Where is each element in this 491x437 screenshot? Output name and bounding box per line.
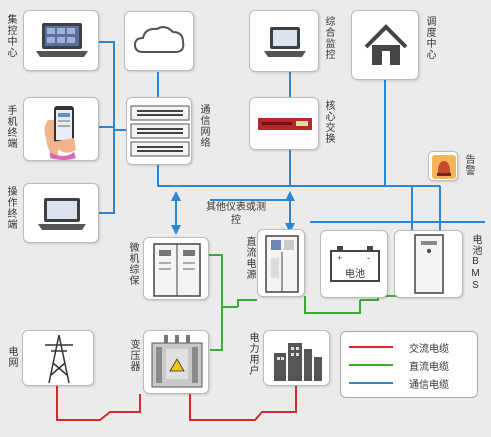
caozuo-box xyxy=(23,183,99,243)
yonghu-box xyxy=(263,330,330,386)
svg-text:+: + xyxy=(337,253,342,263)
legend-label-comm: 通信电缆 xyxy=(409,380,449,391)
laptop-icon xyxy=(38,198,86,230)
legend-label-dc: 直流电缆 xyxy=(409,362,449,373)
jikong-box xyxy=(23,10,99,71)
weiji-box xyxy=(143,237,209,300)
battery-icon: + - xyxy=(330,246,380,282)
hexin-label: 核心交换 xyxy=(323,100,334,144)
hexin-box xyxy=(249,97,319,150)
zonghe-box xyxy=(249,10,319,72)
dianwang-box xyxy=(22,330,94,386)
battery-box: + - 电池 xyxy=(320,230,388,298)
zhiliu-box xyxy=(257,229,305,297)
legend-swatch-ac xyxy=(349,346,393,348)
laptop-icon xyxy=(264,27,306,57)
core-switch-icon xyxy=(258,118,312,130)
tongxin-label: 通信网络 xyxy=(198,104,209,148)
dianwang-label: 电网 xyxy=(6,346,17,368)
phone-icon xyxy=(44,106,76,160)
legend-swatch-dc xyxy=(349,364,393,366)
bms-box xyxy=(394,230,463,298)
cloud-icon xyxy=(133,26,185,53)
bianyaqi-label: 变压器 xyxy=(128,339,139,372)
network-box xyxy=(126,97,192,165)
dc-cabinet-icon xyxy=(265,235,299,293)
transformer-icon xyxy=(151,335,203,388)
zhiliu-label: 直流电源 xyxy=(244,236,255,280)
legend: 交流电缆 直流电缆 通信电缆 xyxy=(340,331,478,398)
buildings-icon xyxy=(274,343,322,381)
shouji-box xyxy=(23,97,99,161)
gaojing-label: 告警 xyxy=(463,154,474,176)
alarm-icon xyxy=(432,155,456,179)
zonghe-label: 综合监控 xyxy=(323,16,334,60)
power-tower-icon xyxy=(45,334,73,384)
bms-label: 电池BMS xyxy=(470,234,481,292)
legend-label-ac: 交流电缆 xyxy=(409,344,449,355)
cabinet-icon xyxy=(153,243,201,297)
qita-label: 其他仪表或测控 xyxy=(206,201,266,227)
yonghu-label: 电力用户 xyxy=(247,332,258,376)
cloud-box xyxy=(124,11,194,71)
alarm-box xyxy=(428,151,458,181)
home-icon xyxy=(364,24,408,65)
diaodu-box xyxy=(351,10,419,80)
bms-cabinet-icon xyxy=(414,234,444,294)
svg-text:-: - xyxy=(367,253,370,263)
bianyaqi-box xyxy=(143,330,209,394)
jikong-label: 集控中心 xyxy=(5,14,16,58)
weiji-label: 微机综保 xyxy=(127,242,138,286)
laptop-icon xyxy=(36,23,88,57)
caozuo-label: 操作终端 xyxy=(5,186,16,230)
legend-swatch-comm xyxy=(349,382,393,384)
diaodu-label: 调度中心 xyxy=(424,16,435,60)
shouji-label: 手机终端 xyxy=(5,105,16,149)
battery-text: 电池 xyxy=(345,269,365,280)
switch-rack-icon xyxy=(130,105,190,157)
